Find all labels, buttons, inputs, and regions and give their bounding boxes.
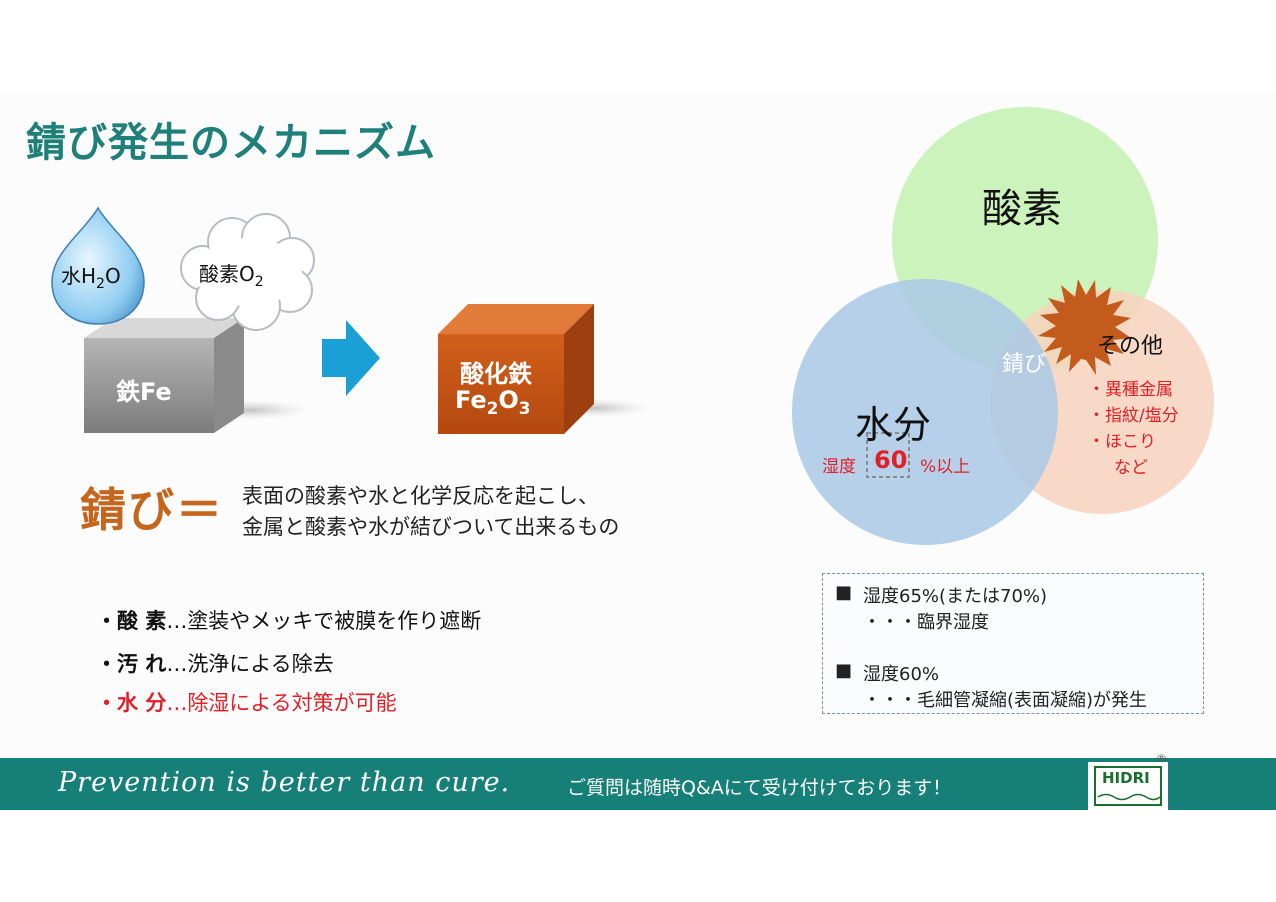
reaction-illustration [51, 206, 650, 434]
humidity-notes-box: ■ 湿度65%(または70%) ・・・臨界湿度 ■ 湿度60% ・・・毛細管凝縮… [822, 573, 1204, 714]
other-item: ・指紋/塩分 [1088, 406, 1179, 426]
bullet-moisture: ・水 分…除湿による対策が可能 [96, 691, 397, 715]
humidity-value: 60 [874, 446, 908, 474]
other-item: ・ほこり [1088, 432, 1156, 452]
venn-other-label: その他 [1097, 334, 1164, 359]
venn-water-circle [792, 279, 1058, 545]
footer-qa-message: ご質問は随時Q&Aにて受け付けております！ [567, 777, 952, 799]
venn-water-label: 水分 [855, 403, 932, 447]
note-line: ・・・毛細管凝縮(表面凝縮)が発生 [863, 690, 1148, 711]
oxide-label-line1: 酸化鉄 [460, 360, 532, 388]
footer-bar: Prevention is better than cure. ご質問は随時Q&… [0, 752, 1276, 810]
cloud-icon [180, 213, 315, 331]
page-title: 錆び発生のメカニズム [26, 120, 436, 166]
rust-definition-line2: 金属と酸素や水が結びついて出来るもの [242, 515, 620, 539]
rust-definition-line1: 表面の酸素や水と化学反応を起こし、 [242, 484, 599, 508]
humidity-suffix: %以上 [920, 457, 971, 477]
arrow-right-icon [322, 320, 380, 396]
oxide-cube [438, 304, 594, 434]
rust-star-label: 錆び [1002, 352, 1047, 377]
note-line: 湿度60% [863, 664, 940, 685]
slide: 錆び発生のメカニズム [0, 92, 1276, 810]
humidity-value-box [866, 432, 910, 478]
rust-star-icon [1038, 279, 1131, 375]
note-bullet: ■ [835, 660, 853, 681]
bullet-oxygen: ・酸 素…塗装やメッキで被膜を作り遮断 [96, 609, 482, 633]
rust-term: 錆び＝ [80, 483, 224, 537]
iron-cube [84, 318, 244, 433]
venn-oxygen-label: 酸素 [982, 186, 1062, 232]
logo-frame-icon [1094, 766, 1162, 806]
oxygen-label: 酸素O2 [199, 262, 264, 290]
bullet-dirt: ・汚 れ…洗浄による除去 [96, 652, 334, 676]
iron-label: 鉄Fe [116, 378, 172, 406]
note-bullet: ■ [835, 582, 853, 603]
note-line: ・・・臨界湿度 [863, 612, 989, 633]
hidri-logo: HIDRI [1088, 762, 1168, 810]
humidity-prefix: 湿度 [822, 457, 856, 477]
note-line: 湿度65%(または70%) [863, 586, 1048, 607]
water-drop-icon [51, 206, 145, 325]
registered-mark: ® [1156, 752, 1167, 765]
other-item: ・異種金属 [1088, 380, 1173, 400]
water-label: 水H2O [61, 264, 121, 292]
logo-text: HIDRI [1102, 769, 1150, 787]
other-item: など [1114, 458, 1148, 478]
venn-diagram [792, 107, 1214, 545]
footer-motto: Prevention is better than cure. [58, 767, 511, 798]
oxide-formula: Fe2O3 [455, 386, 531, 418]
